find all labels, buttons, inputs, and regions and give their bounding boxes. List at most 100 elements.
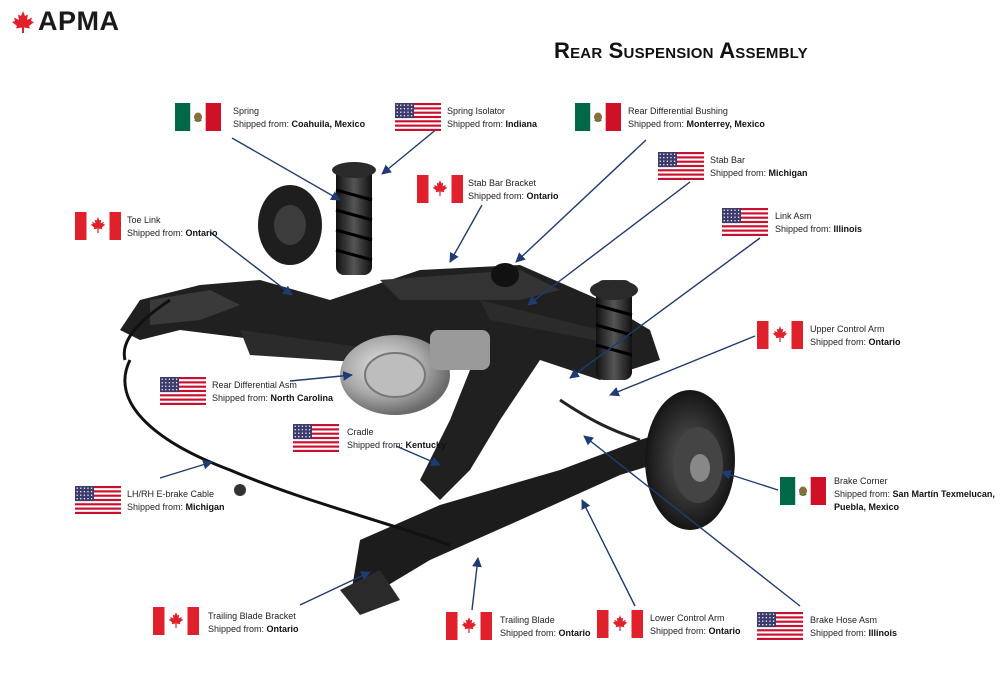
component-name: Stab Bar — [710, 155, 746, 165]
apma-logo: APMA — [10, 6, 120, 37]
component-name: Trailing Blade Bracket — [208, 611, 296, 621]
logo-text: APMA — [38, 6, 120, 36]
origin: Coahuila, Mexico — [291, 119, 366, 129]
label-spring-isolator: Spring Isolator Shipped from: Indiana — [447, 105, 537, 131]
page-title: Rear Suspension Assembly — [554, 38, 808, 63]
label-stab-bar-bracket: Stab Bar Bracket Shipped from: Ontario — [468, 177, 559, 203]
origin: Ontario — [558, 628, 591, 638]
shipped-prefix: Shipped from: — [127, 228, 184, 238]
shipped-prefix: Shipped from: — [447, 119, 504, 129]
canada-flag-icon — [75, 212, 121, 240]
flag-brake-hose-asm — [757, 612, 803, 640]
label-rear-differential-asm: Rear Differential Asm Shipped from: Nort… — [212, 379, 333, 405]
mexico-flag-icon — [780, 477, 826, 505]
flag-trailing-blade — [446, 612, 492, 640]
origin-line-2: Puebla, Mexico — [834, 502, 900, 512]
suspension-illustration — [120, 162, 735, 615]
shipped-prefix: Shipped from: — [233, 119, 290, 129]
usa-flag-icon — [395, 103, 441, 131]
origin: North Carolina — [270, 393, 334, 403]
arrow-lower-control-arm — [581, 499, 636, 607]
usa-flag-icon — [75, 486, 121, 514]
component-name: LH/RH E-brake Cable — [127, 489, 215, 499]
flag-trailing-blade-bracket — [153, 607, 199, 635]
arrow-rear-differential-bushing — [515, 139, 647, 263]
label-cradle: Cradle Shipped from: Kentucky — [347, 426, 446, 452]
flag-spring — [175, 103, 221, 131]
arrow-stab-bar-bracket — [449, 204, 483, 263]
component-name: Lower Control Arm — [650, 613, 725, 623]
component-name: Spring — [233, 106, 260, 116]
component-name: Toe Link — [127, 215, 161, 225]
origin: Kentucky — [405, 440, 447, 450]
shipped-prefix: Shipped from: — [127, 502, 184, 512]
label-toe-link: Toe Link Shipped from: Ontario — [127, 214, 218, 240]
arrow-link-asm — [569, 237, 761, 379]
flag-cradle — [293, 424, 339, 452]
component-name: Spring Isolator — [447, 106, 506, 116]
canada-flag-icon — [597, 610, 643, 638]
flag-rear-differential-asm — [160, 377, 206, 405]
arrow-spring-isolator — [381, 127, 439, 175]
label-rear-differential-bushing: Rear Differential Bushing Shipped from: … — [628, 105, 765, 131]
label-e-brake-cable: LH/RH E-brake Cable Shipped from: Michig… — [127, 488, 225, 514]
shipped-prefix: Shipped from: — [212, 393, 269, 403]
shipped-prefix: Shipped from: — [208, 624, 265, 634]
arrow-toe-link — [209, 231, 293, 296]
arrow-brake-corner — [721, 470, 779, 491]
shipped-prefix: Shipped from: — [468, 191, 525, 201]
label-brake-corner: Brake Corner Shipped from: San Martín Te… — [834, 475, 995, 514]
arrow-trailing-blade-bracket — [299, 571, 371, 606]
origin: Michigan — [768, 168, 808, 178]
shipped-prefix: Shipped from: — [810, 628, 867, 638]
origin: Indiana — [505, 119, 538, 129]
label-trailing-blade: Trailing Blade Shipped from: Ontario — [500, 614, 591, 640]
origin: Illinois — [868, 628, 898, 638]
shipped-prefix: Shipped from: — [500, 628, 557, 638]
usa-flag-icon — [722, 208, 768, 236]
shipped-prefix: Shipped from: — [710, 168, 767, 178]
label-trailing-blade-bracket: Trailing Blade Bracket Shipped from: Ont… — [208, 610, 299, 636]
callout-arrows — [159, 127, 801, 611]
origin: Ontario — [185, 228, 218, 238]
arrow-e-brake-cable — [159, 459, 213, 479]
canada-flag-icon — [446, 612, 492, 640]
maple-leaf-icon — [12, 10, 34, 33]
arrow-upper-control-arm — [609, 335, 756, 397]
origin: Ontario — [708, 626, 741, 636]
flag-e-brake-cable — [75, 486, 121, 514]
canada-flag-icon — [757, 321, 803, 349]
usa-flag-icon — [658, 152, 704, 180]
origin: Ontario — [266, 624, 299, 634]
flag-rear-differential-bushing — [575, 103, 621, 131]
flag-stab-bar — [658, 152, 704, 180]
mexico-flag-icon — [175, 103, 221, 131]
origin: San Martín Texmelucan, — [892, 489, 995, 499]
label-upper-control-arm: Upper Control Arm Shipped from: Ontario — [810, 323, 901, 349]
arrow-trailing-blade — [471, 557, 482, 611]
flag-brake-corner — [780, 477, 826, 505]
mexico-flag-icon — [575, 103, 621, 131]
label-stab-bar: Stab Bar Shipped from: Michigan — [710, 154, 808, 180]
component-name: Cradle — [347, 427, 374, 437]
shipped-prefix: Shipped from: — [628, 119, 685, 129]
canada-flag-icon — [153, 607, 199, 635]
label-spring: Spring Shipped from: Coahuila, Mexico — [233, 105, 365, 131]
component-name: Trailing Blade — [500, 615, 555, 625]
component-name: Upper Control Arm — [810, 324, 885, 334]
shipped-prefix: Shipped from: — [834, 489, 891, 499]
arrow-cradle — [395, 445, 441, 467]
origin: Ontario — [526, 191, 559, 201]
origin: Illinois — [833, 224, 863, 234]
shipped-prefix: Shipped from: — [810, 337, 867, 347]
origin: Ontario — [868, 337, 901, 347]
flag-toe-link — [75, 212, 121, 240]
component-name: Rear Differential Asm — [212, 380, 297, 390]
usa-flag-icon — [757, 612, 803, 640]
arrow-brake-hose-asm — [583, 435, 801, 607]
origin: Michigan — [185, 502, 225, 512]
label-link-asm: Link Asm Shipped from: Illinois — [775, 210, 862, 236]
arrow-rear-differential-asm — [289, 370, 353, 382]
label-lower-control-arm: Lower Control Arm Shipped from: Ontario — [650, 612, 741, 638]
